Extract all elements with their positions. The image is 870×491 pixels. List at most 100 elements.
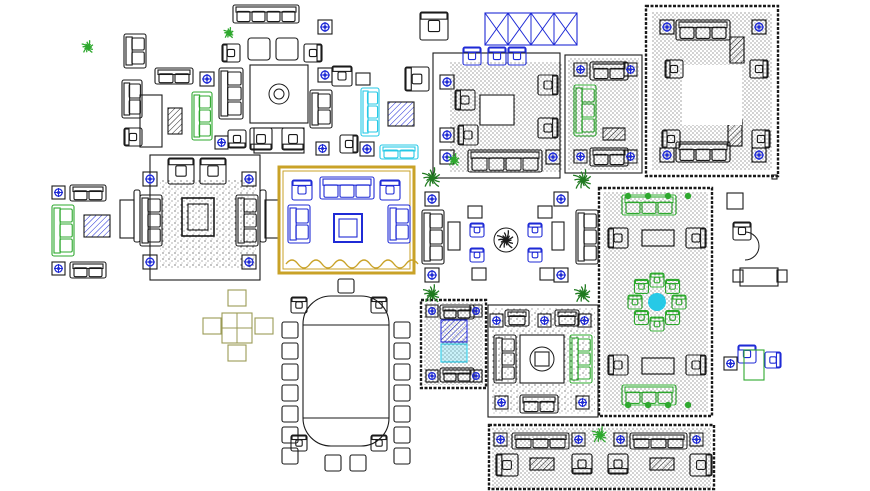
sofa-back: [220, 70, 229, 117]
chair-back: [380, 180, 400, 186]
side-table-icon: [494, 395, 509, 410]
chair-cushion: [375, 301, 383, 309]
sofa-end: [259, 189, 267, 243]
chair-frame: [649, 272, 665, 288]
armchair-icon: [331, 65, 353, 87]
armchair-icon: [495, 453, 519, 477]
armchair-icon: [537, 74, 559, 96]
sofa-icon: [467, 149, 543, 173]
small-stool: [537, 205, 553, 219]
room-outline-dashed: [597, 186, 714, 418]
cyan-sofa: [360, 87, 380, 137]
chair-frame: [331, 65, 353, 87]
hatched-side-table: [167, 107, 183, 135]
chair-frame: [527, 247, 543, 263]
sofa-seat-cushion: [128, 83, 141, 99]
sofa-icon: [69, 261, 107, 279]
sofa-seat-cushion: [501, 338, 515, 352]
sofa-icon: [421, 209, 445, 265]
side-table-frame: [659, 147, 675, 163]
chair-back: [222, 44, 228, 62]
rug-stipple-layer: [160, 12, 772, 488]
chair-cushion: [175, 165, 187, 177]
side-table-frame: [553, 267, 569, 283]
side-table-frame: [571, 432, 586, 447]
chair-frame: [607, 354, 629, 376]
chair-frame: [404, 66, 430, 92]
chair-frame: [749, 59, 769, 79]
green-accent-sofa: [191, 91, 213, 141]
sofa-seat-cushion: [625, 201, 641, 214]
chair-frame: [665, 278, 681, 294]
chair-cushion: [691, 360, 701, 370]
sofa-seat-cushion: [147, 228, 161, 243]
armchair-icon: [379, 179, 401, 201]
chair-cushion: [638, 283, 645, 290]
lamp-dot: [542, 318, 547, 323]
sofa-frame: [379, 144, 419, 160]
sofa-frame: [191, 91, 213, 141]
conference-chair: [281, 447, 299, 465]
sofa-seat-cushion: [243, 213, 257, 228]
sofa-seat-cushion: [583, 245, 597, 261]
side-table-frame: [469, 304, 483, 318]
armchair-icon: [227, 129, 247, 149]
chair-cushion: [613, 233, 623, 243]
round-tray: [529, 346, 555, 372]
side-table-frame: [439, 127, 455, 143]
armchair-icon: [607, 453, 629, 475]
sofa-back: [522, 396, 556, 403]
sofa-frame: [675, 19, 731, 41]
side-table-frame: [493, 432, 508, 447]
blue-chair: [469, 247, 485, 263]
chair-back: [733, 222, 751, 228]
hatched-table: [440, 319, 468, 343]
lamp-dot: [559, 273, 563, 277]
conference-chair: [281, 321, 299, 339]
chair-frame: [607, 453, 629, 475]
sofa-seat-cushion: [505, 157, 522, 171]
side-table-frame: [575, 395, 590, 410]
dining-chair: [202, 317, 222, 335]
side-table-frame: [553, 191, 569, 207]
side-table-icon: [317, 19, 333, 35]
sofa-seat-cushion: [131, 51, 145, 65]
sofa-seat-cushion: [501, 366, 515, 380]
chair-frame: [370, 296, 388, 314]
chair-back: [470, 248, 484, 253]
side-table-icon: [575, 395, 590, 410]
chair-back: [496, 454, 503, 476]
side-table-frame: [537, 313, 552, 328]
lamp-dot: [665, 153, 669, 157]
cyan-rug: [440, 343, 468, 363]
chair-back: [705, 454, 712, 476]
dining-chair: [254, 317, 274, 335]
conference-chair: [393, 405, 411, 423]
chair-frame: [507, 46, 527, 66]
plant-bush: [573, 284, 591, 303]
chair-back: [316, 44, 322, 62]
lamp-dot: [205, 77, 209, 81]
room-outline-dashed: [487, 423, 716, 491]
green-chair: [633, 278, 649, 294]
blue-chair: [527, 247, 543, 263]
plant-core: [227, 31, 231, 35]
chair-back: [282, 143, 304, 150]
chair-frame: [537, 74, 559, 96]
lamp-dot: [474, 309, 478, 313]
chair-cushion: [577, 459, 587, 469]
sofa-back: [72, 186, 104, 193]
round-tray-inner: [273, 88, 285, 100]
side-table-frame: [613, 432, 628, 447]
armchair-icon: [457, 124, 479, 146]
sofa-frame: [287, 204, 311, 244]
side-table-frame: [577, 313, 592, 328]
side-table-frame: [199, 71, 215, 87]
sofa-back: [592, 149, 626, 156]
curtain-wave: [285, 259, 419, 269]
side-table-icon: [623, 62, 638, 77]
sofa-icon: [675, 141, 731, 163]
sofa-seat-cushion: [593, 153, 609, 166]
lamp-dot: [578, 67, 583, 72]
